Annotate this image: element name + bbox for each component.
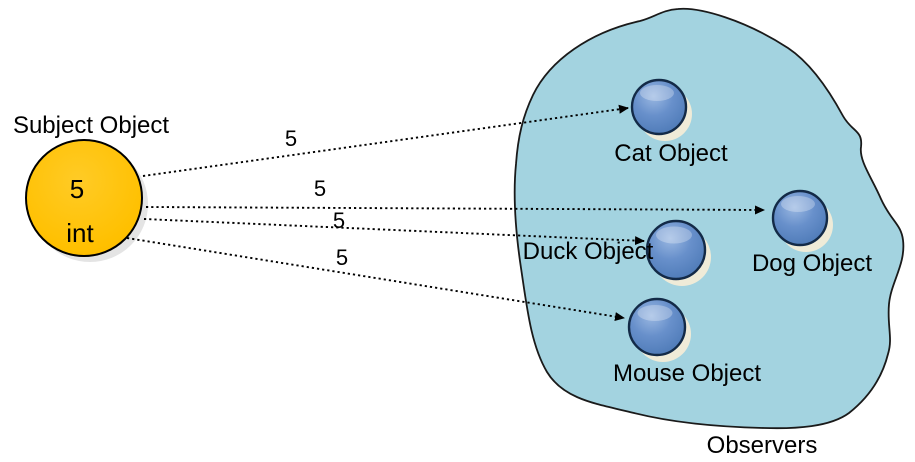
subject-circle: [25, 139, 143, 257]
mouse-object-shape: [627, 297, 691, 362]
dog-highlight: [781, 196, 815, 212]
mouse-circle: [627, 297, 687, 357]
arrow-value-duck: 5: [332, 208, 346, 233]
observers-region-shape: [513, 7, 905, 430]
arrow-to-dog: [145, 205, 765, 215]
arrow-to-mouse: [126, 237, 625, 322]
cat-highlight: [640, 85, 674, 101]
subject-object-label: Subject Object: [12, 112, 170, 139]
subject-type-label: int: [66, 218, 94, 248]
dog-object-label: Dog Object: [751, 250, 873, 277]
subject-value: 5: [69, 174, 85, 204]
arrow-value-mouse: 5: [335, 245, 349, 270]
cat-object-shape: [630, 78, 692, 141]
duck-highlight: [656, 226, 692, 244]
arrow-value-dog: 5: [313, 176, 327, 201]
arrow-value-cat: 5: [284, 126, 298, 151]
mouse-object-label: Mouse Object: [612, 360, 762, 387]
notification-arrows: [126, 104, 765, 322]
arrow-to-cat: [142, 104, 629, 177]
cat-object-label: Cat Object: [614, 140, 728, 167]
duck-circle: [645, 219, 707, 281]
subject-object-shape: [25, 139, 148, 262]
cat-circle: [630, 78, 688, 136]
dog-object-shape: [771, 189, 833, 252]
arrow-to-duck: [143, 218, 645, 246]
mouse-highlight: [637, 305, 673, 321]
dog-circle: [771, 189, 829, 247]
duck-object-label: Duck Object: [522, 238, 654, 265]
duck-object-shape: [645, 219, 711, 286]
observers-region-label: Observers: [706, 432, 818, 459]
